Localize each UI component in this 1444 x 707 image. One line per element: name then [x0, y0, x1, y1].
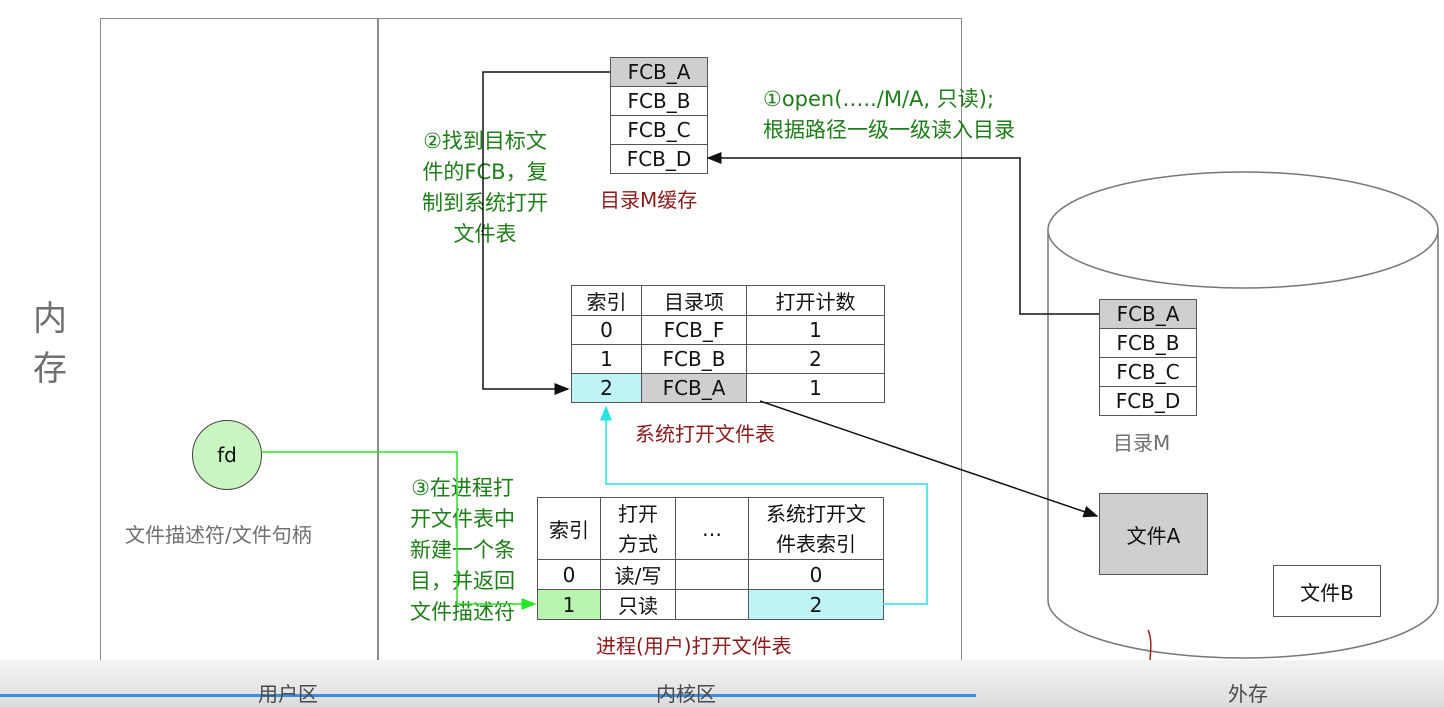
step3-line: 开文件表中: [410, 507, 515, 531]
step2-line: 件的FCB，复: [422, 160, 548, 184]
proc-table-cell: 0: [748, 559, 884, 590]
arrow-cache-to-systable: [482, 71, 610, 395]
step2-note: ②找到目标文 件的FCB，复 制到系统打开 文件表: [410, 126, 560, 250]
proc-table-header: 索引: [537, 497, 601, 560]
fd-label: fd: [217, 443, 237, 467]
sys-table-header: 打开计数: [746, 285, 885, 316]
external-storage-label: 外存: [1228, 682, 1268, 706]
video-progress-bar[interactable]: [0, 694, 976, 697]
proc-table-cell: 0: [537, 559, 601, 590]
step3-line: 新建一个条: [410, 538, 515, 562]
dir-cache-item: FCB_B: [610, 86, 708, 116]
file-b-box: 文件B: [1273, 565, 1381, 617]
sys-table-cell: FCB_A: [641, 373, 747, 403]
proc-table-cell: [675, 559, 749, 590]
dir-cache-item: FCB_D: [610, 144, 708, 174]
bottom-bar: [0, 660, 1444, 707]
process-table-caption: 进程(用户)打开文件表: [596, 634, 792, 658]
step1-note: ①open(…../M/A, 只读); 根据路径一级一级读入目录: [763, 84, 1015, 146]
step1-line: 根据路径一级一级读入目录: [763, 118, 1015, 142]
user-region-label: 用户区: [258, 682, 318, 706]
sys-table-cell: 1: [746, 373, 885, 403]
memory-label-char: 存: [33, 349, 67, 389]
system-table-caption: 系统打开文件表: [635, 422, 775, 446]
disk-dir-item: FCB_C: [1099, 357, 1197, 387]
sys-table-cell: 2: [571, 373, 642, 403]
fd-circle: fd: [192, 420, 262, 490]
memory-label: 内 存: [30, 294, 70, 394]
disk-dir-item: FCB_A: [1099, 299, 1197, 329]
step2-line: 制到系统打开: [422, 191, 548, 215]
disk-dir-caption: 目录M: [1113, 431, 1171, 455]
disk-dir-item: FCB_B: [1099, 328, 1197, 358]
dir-cache-item: FCB_A: [610, 57, 708, 87]
proc-table-cell: 2: [748, 589, 884, 620]
arrow-proctable-to-systable: [600, 405, 928, 605]
arrow-disk-to-cache: [706, 152, 1099, 315]
arrow-systable-to-file-a: [759, 400, 1099, 518]
proc-table-cell: [675, 589, 749, 620]
process-open-file-table: 索引 打开 方式 … 系统打开文 件表索引 0 读/写 0 1 只读 2: [537, 497, 884, 620]
sys-table-cell: 1: [746, 315, 885, 345]
kernel-region-label: 内核区: [656, 682, 716, 706]
proc-table-cell: 只读: [600, 589, 676, 620]
fd-caption: 文件描述符/文件句柄: [125, 523, 312, 547]
proc-table-cell: 1: [537, 589, 601, 620]
memory-label-char: 内: [33, 299, 67, 339]
sys-table-header: 目录项: [641, 285, 747, 316]
disk-dir-item: FCB_D: [1099, 386, 1197, 416]
dir-cache-caption: 目录M缓存: [600, 188, 698, 212]
file-a-box: 文件A: [1099, 493, 1208, 575]
step2-line: ②找到目标文: [423, 129, 547, 153]
system-open-file-table: 索引 目录项 打开计数 0 FCB_F 1 1 FCB_B 2 2 FCB_A …: [571, 285, 885, 403]
step2-line: 文件表: [453, 222, 517, 246]
step1-line: ①open(…../M/A, 只读);: [763, 87, 995, 111]
dir-cache-item: FCB_C: [610, 115, 708, 145]
dir-cache-table: FCB_A FCB_B FCB_C FCB_D: [610, 57, 708, 174]
proc-table-header: 打开 方式: [600, 497, 676, 560]
disk-dir-table: FCB_A FCB_B FCB_C FCB_D: [1099, 299, 1197, 416]
step3-line: ③在进程打: [411, 476, 514, 500]
step3-line: 目，并返回: [410, 569, 515, 593]
sys-table-cell: 1: [571, 344, 642, 374]
arrow-fd-to-proctable: [262, 451, 537, 610]
proc-table-cell: 读/写: [600, 559, 676, 590]
sys-table-cell: FCB_F: [641, 315, 747, 345]
proc-table-header: 系统打开文 件表索引: [748, 497, 884, 560]
